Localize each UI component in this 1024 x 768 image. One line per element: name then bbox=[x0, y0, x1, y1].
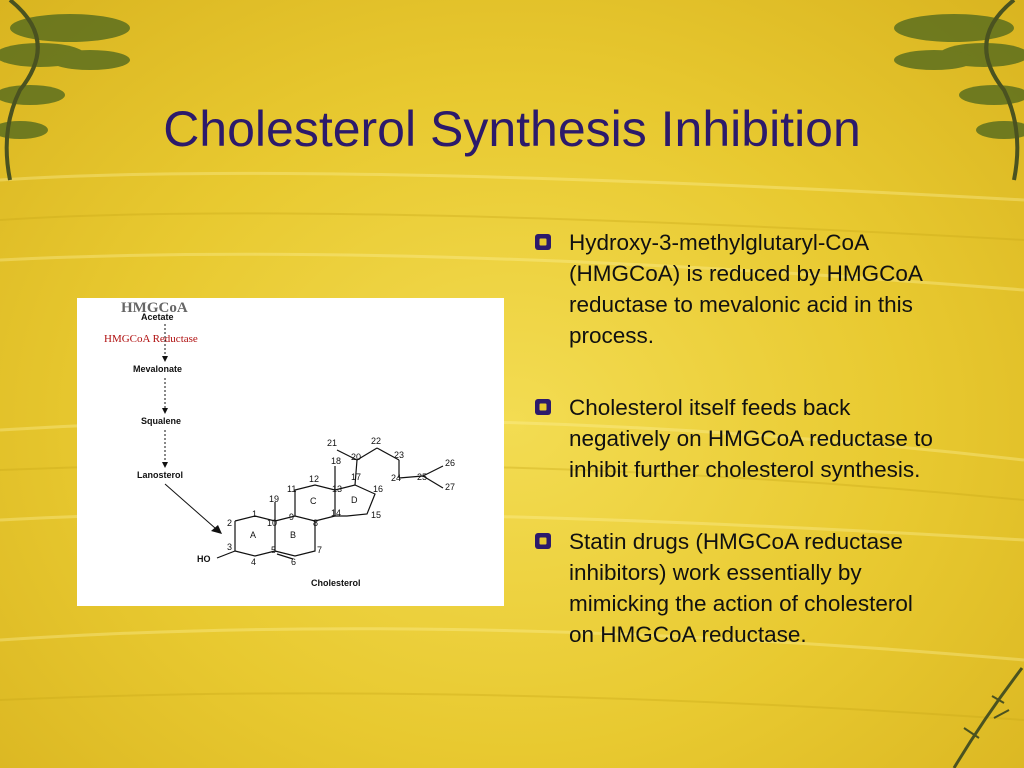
carbon-number: 27 bbox=[445, 482, 455, 492]
carbon-number: 7 bbox=[317, 545, 322, 555]
carbon-number: 17 bbox=[351, 472, 361, 482]
carbon-number: 4 bbox=[251, 557, 256, 567]
cholesterol-pathway-figure: Acetate HMGCoA HMGCoA Reductase Mevalona… bbox=[77, 298, 504, 606]
hmgcoa-reductase-label: HMGCoA Reductase bbox=[104, 333, 198, 345]
pathway-diagram: Acetate HMGCoA HMGCoA Reductase Mevalona… bbox=[104, 300, 455, 588]
carbon-number: 12 bbox=[309, 474, 319, 484]
carbon-number: 24 bbox=[391, 473, 401, 483]
carbon-number: 18 bbox=[331, 456, 341, 466]
slide-title: Cholesterol Synthesis Inhibition bbox=[163, 101, 861, 157]
carbon-number: 25 bbox=[417, 472, 427, 482]
carbon-number: 22 bbox=[371, 436, 381, 446]
bullet-text: Statin drugs (HMGCoA reductase inhibitor… bbox=[569, 529, 913, 647]
carbon-number: 15 bbox=[371, 510, 381, 520]
cholesterol-label: Cholesterol bbox=[311, 578, 361, 588]
carbon-number: 10 bbox=[267, 518, 277, 528]
bullet-text: Hydroxy-3-methylglutaryl-CoA (HMGCoA) is… bbox=[569, 230, 922, 348]
pine-tree-left-icon bbox=[0, 0, 130, 181]
carbon-number: 2 bbox=[227, 518, 232, 528]
pathway-arrow bbox=[164, 483, 216, 529]
carbon-number: 13 bbox=[332, 484, 342, 494]
bullet-item: Hydroxy-3-methylglutaryl-CoA (HMGCoA) is… bbox=[534, 227, 944, 351]
ho-label: HO bbox=[197, 554, 211, 564]
hollow-square-bullet-icon bbox=[535, 234, 551, 250]
carbon-number: 26 bbox=[445, 458, 455, 468]
bullet-text: Cholesterol itself feeds back negatively… bbox=[569, 395, 933, 482]
bullet-item: Cholesterol itself feeds back negatively… bbox=[534, 392, 944, 485]
ring-b-label: B bbox=[290, 530, 296, 540]
carbon-number: 9 bbox=[289, 512, 294, 522]
grass-sprig-icon bbox=[952, 667, 1024, 768]
bullet-item: Statin drugs (HMGCoA reductase inhibitor… bbox=[534, 526, 944, 650]
bullet-list: Hydroxy-3-methylglutaryl-CoA (HMGCoA) is… bbox=[534, 227, 944, 691]
lanosterol-label: Lanosterol bbox=[137, 470, 183, 480]
ring-a-label: A bbox=[250, 530, 256, 540]
hmgcoa-overlay-label: HMGCoA bbox=[121, 300, 188, 316]
carbon-number: 16 bbox=[373, 484, 383, 494]
carbon-number: 11 bbox=[287, 484, 296, 494]
pine-tree-right-icon bbox=[894, 0, 1024, 181]
carbon-number: 5 bbox=[271, 545, 276, 555]
hollow-square-bullet-icon bbox=[535, 399, 551, 415]
hollow-square-bullet-icon bbox=[535, 533, 551, 549]
steroid-skeleton bbox=[216, 447, 444, 560]
ring-c-label: C bbox=[310, 496, 317, 506]
acetate-label: Acetate bbox=[141, 312, 174, 322]
carbon-number: 19 bbox=[269, 494, 279, 504]
ring-d-label: D bbox=[351, 495, 358, 505]
carbon-number: 20 bbox=[351, 452, 361, 462]
carbon-number: 3 bbox=[227, 542, 232, 552]
carbon-number: 23 bbox=[394, 450, 404, 460]
carbon-number: 1 bbox=[252, 509, 257, 519]
carbon-number: 21 bbox=[327, 438, 337, 448]
carbon-number: 14 bbox=[331, 508, 341, 518]
mevalonate-label: Mevalonate bbox=[133, 364, 182, 374]
squalene-label: Squalene bbox=[141, 416, 181, 426]
carbon-number: 8 bbox=[313, 518, 318, 528]
carbon-number: 6 bbox=[291, 557, 296, 567]
